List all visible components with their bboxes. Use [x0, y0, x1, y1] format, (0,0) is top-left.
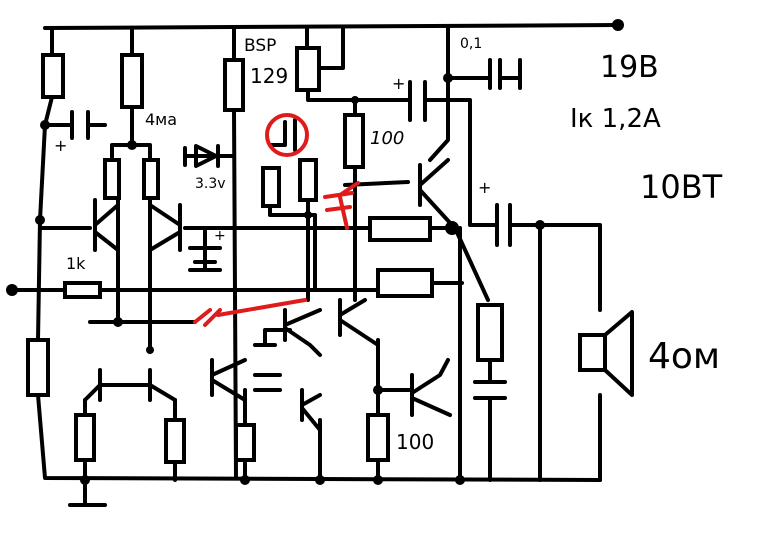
red-capacitor	[323, 181, 360, 230]
cap-value-label: 0,1	[460, 36, 483, 52]
resistor	[368, 216, 432, 242]
resistor-100	[343, 113, 365, 169]
highlight-circle	[265, 113, 309, 157]
resistor	[223, 58, 245, 112]
resistor	[74, 413, 96, 462]
resistor	[476, 303, 504, 362]
resistors	[26, 46, 504, 464]
zener-diode	[183, 144, 236, 168]
red-capacitor	[193, 298, 307, 327]
resistor	[26, 338, 50, 397]
resistor	[261, 166, 281, 208]
plus-sign: +	[214, 228, 226, 244]
resistor	[164, 418, 186, 464]
current-4ma-label: 4мa	[145, 110, 178, 129]
speaker-impedance-label: 4oм	[648, 336, 721, 377]
wires	[8, 23, 622, 507]
plus-sign: +	[392, 74, 406, 93]
junctions	[6, 19, 624, 485]
transistor-label-line2: 129	[250, 64, 289, 88]
supply-voltage-label: 19B	[600, 50, 659, 85]
potentiometer	[295, 46, 321, 92]
resistor	[376, 268, 434, 298]
red-annotations	[193, 113, 360, 327]
collector-current-label: Iк 1,2A	[570, 104, 661, 134]
resistor	[41, 53, 65, 99]
power-terminal	[612, 19, 624, 31]
plus-sign: +	[478, 178, 492, 197]
resistor	[298, 158, 318, 202]
resistor-100	[366, 413, 390, 462]
zener-label: 3.3v	[195, 176, 226, 192]
resistor	[120, 53, 144, 109]
resistor-1k	[63, 281, 102, 299]
resistor	[234, 423, 256, 462]
res-100-bottom-label: 100	[396, 430, 435, 454]
speaker-icon	[578, 310, 634, 397]
transistor-label-line1: BSP	[244, 36, 277, 56]
resistor	[142, 158, 160, 200]
resistor	[103, 158, 121, 200]
plus-sign: +	[54, 136, 68, 155]
input-terminal	[6, 284, 18, 296]
res-1k-label: 1k	[66, 254, 86, 273]
res-100-top-label: 100	[370, 128, 405, 149]
capacitors	[43, 58, 522, 400]
power-label: 10BT	[640, 168, 723, 206]
